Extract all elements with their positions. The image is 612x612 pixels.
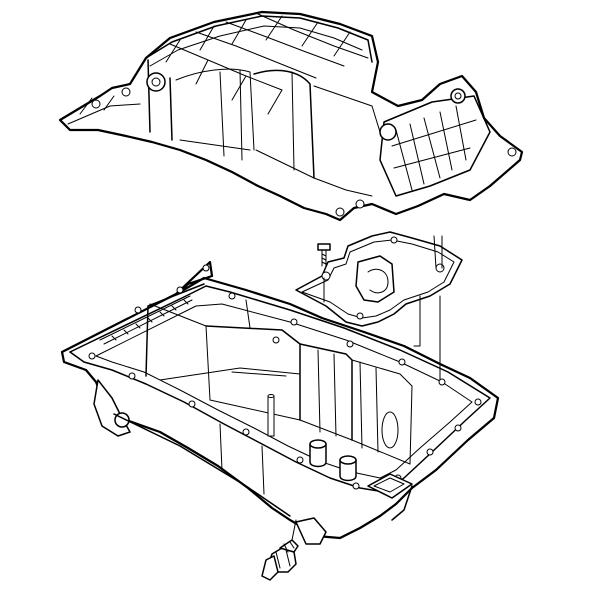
lower-oil-pan (60, 260, 500, 545)
oil-drain-plug (261, 539, 299, 581)
upper-oil-pan (58, 10, 524, 222)
oil-pan-baffle (295, 231, 463, 327)
locating-pins (267, 394, 357, 482)
baffle-bolt (317, 243, 331, 267)
alignment-leader-lines (291, 277, 441, 541)
